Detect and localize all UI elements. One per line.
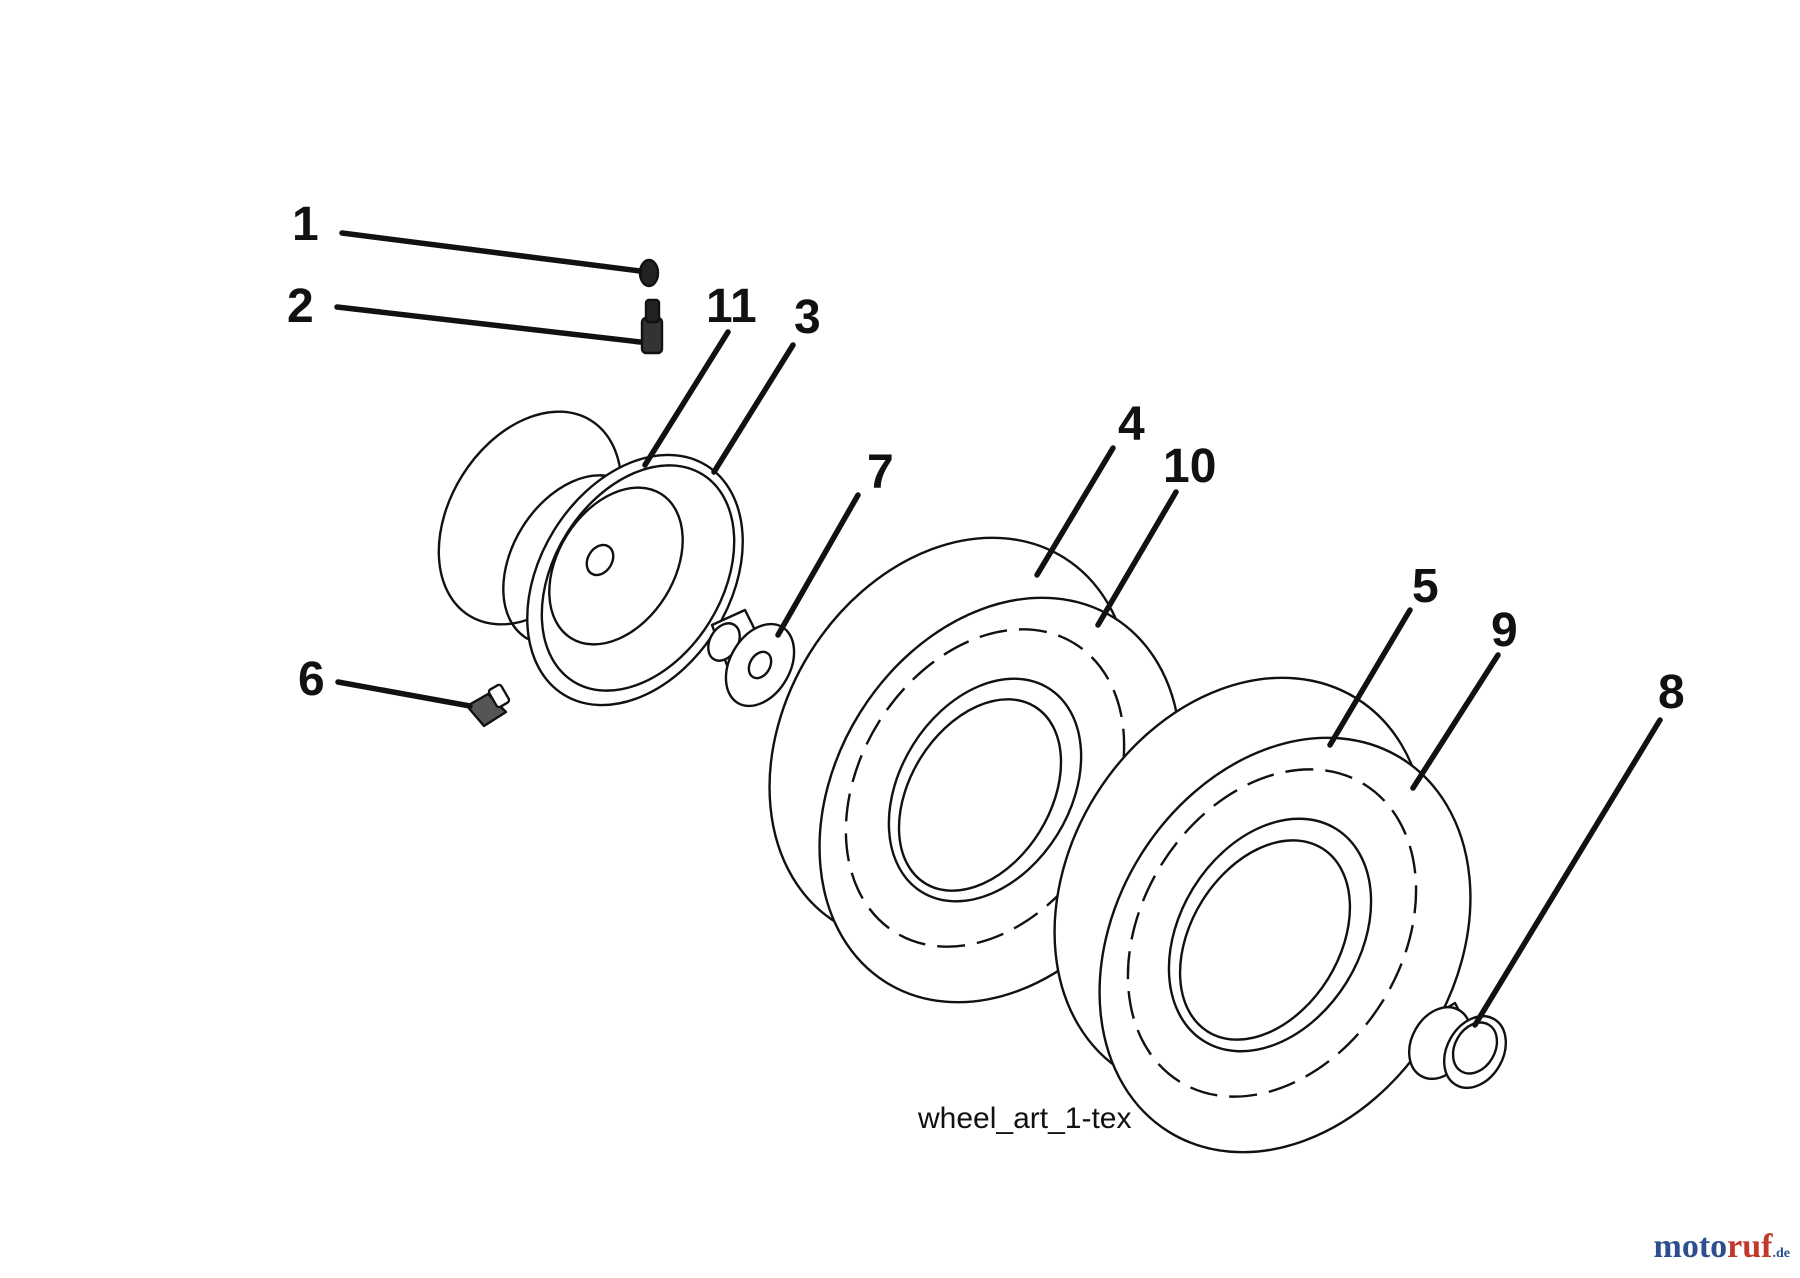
leader-line-9	[1410, 652, 1501, 791]
callout-5: 5	[1412, 560, 1439, 613]
leader-line-10	[1095, 489, 1179, 628]
leader-line-3	[711, 342, 796, 475]
callout-9: 9	[1491, 604, 1518, 657]
callout-3: 3	[794, 291, 821, 344]
rear-tire-part	[1053, 676, 1472, 1154]
callout-7: 7	[867, 446, 894, 499]
grease-fitting-part	[465, 683, 511, 728]
watermark-tld: .de	[1772, 1246, 1791, 1261]
callout-1: 1	[292, 198, 319, 251]
leader-line-4	[1034, 445, 1116, 578]
diagram-caption: wheel_art_1-tex	[917, 1102, 1131, 1135]
valve-stem-part	[640, 298, 664, 355]
leader-line-5	[1327, 607, 1413, 748]
hub-cap-part	[1407, 1001, 1508, 1089]
leader-line-8	[1472, 717, 1663, 1028]
callout-2: 2	[287, 280, 314, 333]
bushing-part	[707, 608, 796, 708]
callout-10: 10	[1163, 440, 1216, 493]
leader-line-1	[339, 230, 643, 274]
callout-6: 6	[298, 653, 325, 706]
wheel-rim-part	[437, 410, 744, 707]
leader-line-6	[335, 679, 473, 709]
leader-line-2	[334, 304, 643, 345]
watermark-brand-part2: ruf	[1727, 1228, 1773, 1265]
watermark-brand-part1: moto	[1653, 1228, 1728, 1265]
callout-11: 11	[706, 280, 757, 333]
valve-cap-part	[638, 258, 660, 288]
callout-8: 8	[1658, 666, 1685, 719]
leader-line-7	[775, 492, 861, 638]
leader-line-11	[642, 329, 731, 468]
callout-4: 4	[1118, 398, 1145, 451]
site-watermark: motoruf.de	[1654, 1228, 1790, 1266]
